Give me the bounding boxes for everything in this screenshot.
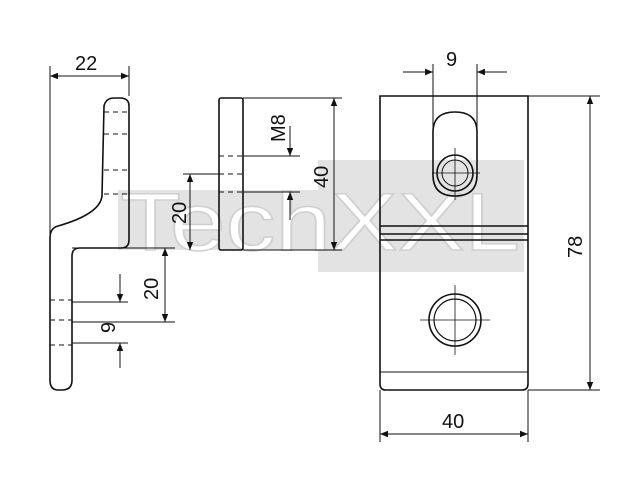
dimension-side-width: [49, 66, 130, 236]
dimension-side-width-label: 22: [75, 53, 97, 75]
dimension-bar: [183, 97, 342, 251]
dimension-bar-height-label: 40: [311, 166, 333, 188]
dimension-plate-width-label: 40: [442, 411, 464, 433]
dimension-foot-hole-label: 9: [98, 322, 120, 333]
dimension-plate: [379, 64, 600, 442]
front-plate-outline: [379, 95, 529, 391]
dimension-thread-label: M8: [268, 114, 290, 142]
dimension-plate-height-label: 78: [565, 236, 587, 258]
dimension-slot-width-label: 9: [446, 49, 457, 71]
centerlines: [420, 148, 490, 355]
dimension-foot-offset-label: 20: [141, 278, 163, 300]
dimension-foot: [72, 247, 175, 368]
dimension-bar-lower-label: 20: [169, 202, 191, 224]
side-profile-view: [49, 97, 130, 391]
side-profile-outline: [49, 97, 130, 391]
slot-outline: [432, 111, 478, 197]
